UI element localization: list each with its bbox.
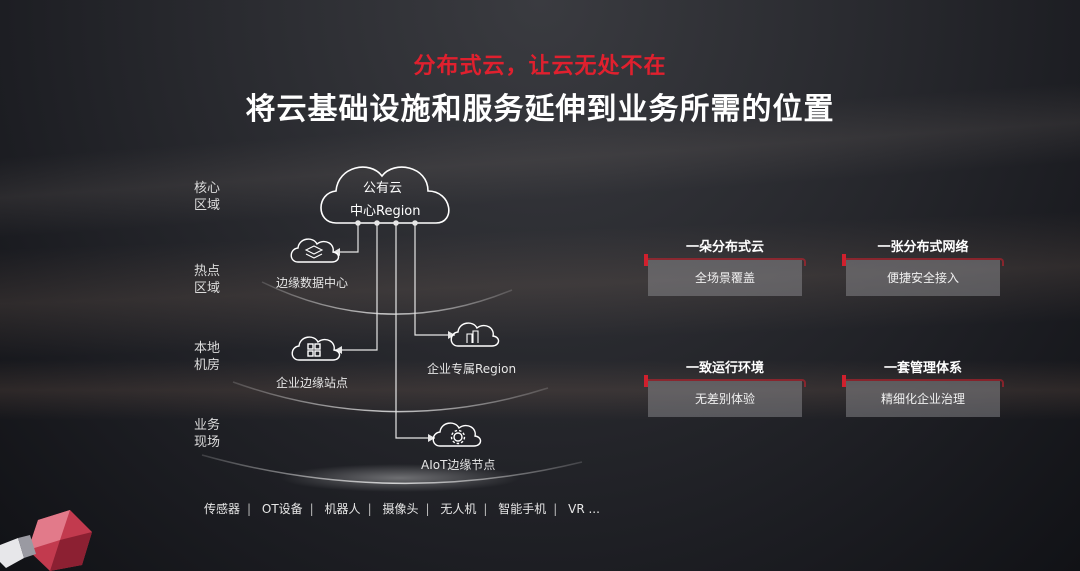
cloud-label-central-region: 中心Region	[350, 204, 421, 219]
feature-card-management: 一套管理体系 精细化企业治理	[842, 357, 1004, 417]
device-item: 摄像头	[382, 502, 419, 516]
device-item: OT设备	[261, 502, 303, 516]
feature-desc: 精细化企业治理	[842, 375, 1000, 417]
node-edge-datacenter: 边缘数据中心	[276, 276, 349, 290]
node-aiot-edge: AIoT边缘节点	[421, 458, 496, 472]
cloud-label-public: 公有云	[363, 181, 403, 196]
feature-card-runtime: 一致运行环境 无差别体验	[644, 357, 806, 417]
feature-title: 一张分布式网络	[877, 240, 969, 255]
onsite-glow	[280, 464, 520, 492]
page-title: 将云基础设施和服务延伸到业务所需的位置	[245, 92, 835, 127]
device-item: 传感器	[204, 502, 241, 516]
zone-core: 核心区域	[194, 181, 221, 213]
device-item: 无人机	[440, 502, 477, 516]
feature-title: 一致运行环境	[685, 361, 764, 376]
zone-local: 本地机房	[194, 341, 221, 373]
cloud-icon	[320, 166, 450, 224]
ring-hotspot	[261, 281, 513, 315]
node-enterprise-edge-site: 企业边缘站点	[276, 376, 349, 390]
device-item: 智能手机	[498, 502, 547, 516]
logo-cube-decoration	[0, 510, 92, 571]
feature-card-network: 一张分布式网络 便捷安全接入	[842, 236, 1004, 296]
feature-desc: 便捷安全接入	[842, 254, 1000, 296]
slogan: 分布式云，让云无处不在	[413, 54, 667, 79]
feature-title: 一朵分布式云	[685, 240, 764, 255]
zone-onsite: 业务现场	[194, 418, 221, 450]
feature-desc: 无差别体验	[644, 375, 802, 417]
building-icon	[450, 322, 500, 347]
device-list: 传感器| OT设备| 机器人| 摄像头| 无人机| 智能手机| VR ...	[204, 502, 600, 516]
device-item: 机器人	[324, 502, 361, 516]
feature-card-cloud: 一朵分布式云 全场景覆盖	[644, 236, 806, 296]
node-dedicated-region: 企业专属Region	[427, 362, 517, 376]
grid-icon	[291, 336, 341, 361]
ring-local	[232, 381, 549, 413]
feature-title: 一套管理体系	[883, 361, 962, 376]
connectors	[333, 223, 455, 439]
feature-desc: 全场景覆盖	[644, 254, 802, 296]
device-item: VR ...	[568, 502, 600, 516]
zone-hotspot: 热点区域	[194, 264, 221, 296]
layers-icon	[290, 238, 340, 263]
gear-icon	[432, 422, 482, 447]
